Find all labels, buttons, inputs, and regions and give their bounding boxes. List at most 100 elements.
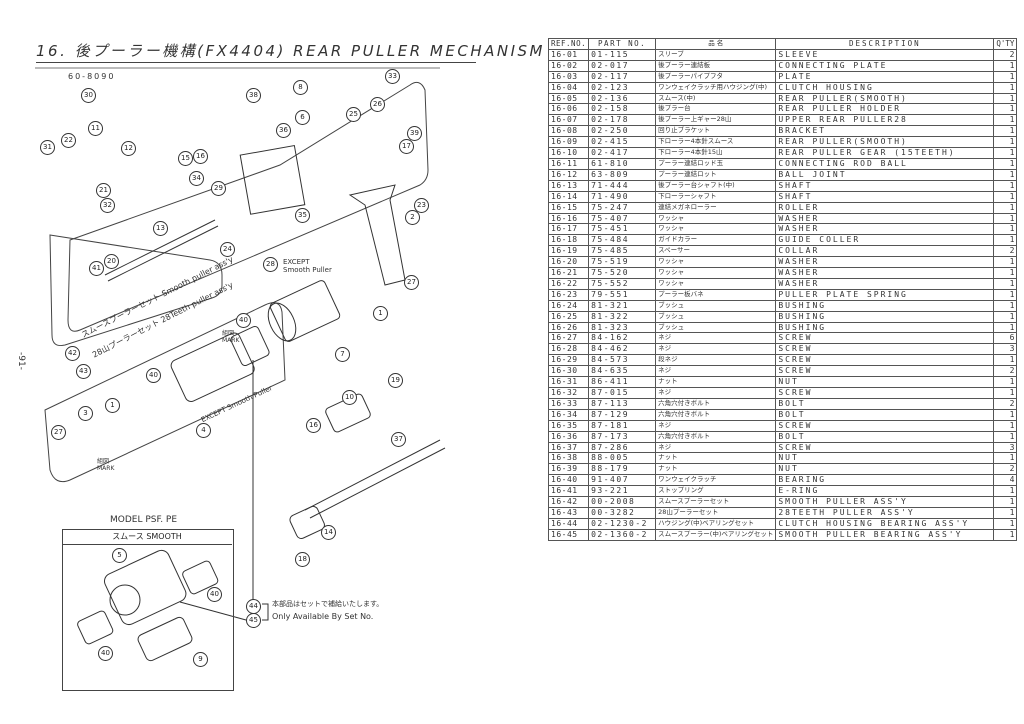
- qty-cell: 1: [993, 201, 1018, 214]
- name-jp-cell: ネジ: [655, 365, 777, 378]
- part-no-cell: 88-005: [588, 452, 657, 465]
- name-jp-cell: ネジ: [655, 419, 777, 432]
- ref-no-cell: 16-45: [547, 528, 590, 541]
- part-no-cell: 87-113: [588, 397, 657, 410]
- leader-45: [179, 601, 247, 621]
- callout-8: 8: [293, 80, 308, 95]
- description-cell: SMOOTH PULLER ASS'Y: [775, 496, 995, 508]
- name-jp-cell: ブッシュ: [655, 310, 777, 323]
- ref-no-cell: 16-38: [547, 452, 590, 465]
- part-no-cell: 02-417: [588, 147, 657, 159]
- except-smooth-label-2: Smooth Puller: [283, 266, 332, 274]
- ref-no-cell: 16-24: [547, 299, 590, 312]
- ref-no-cell: 16-16: [547, 212, 590, 225]
- ref-no-cell: 16-29: [547, 354, 590, 367]
- name-jp-cell: 後プーラー連結板: [655, 59, 777, 72]
- qty-cell: 1: [993, 59, 1018, 72]
- ref-no-cell: 16-05: [547, 92, 590, 105]
- part-no-cell: 01-115: [588, 48, 657, 61]
- callout-16: 16: [193, 149, 208, 164]
- description-cell: NUT: [775, 376, 995, 388]
- ref-no-cell: 16-32: [547, 387, 590, 399]
- name-jp-cell: 六角穴付きボルト: [655, 430, 777, 443]
- description-cell: REAR PULLER HOLDER: [775, 103, 995, 116]
- description-cell: REAR PULLER GEAR (15TEETH): [775, 147, 995, 159]
- connecting-plate-2: [348, 184, 406, 286]
- description-cell: WASHER: [775, 256, 995, 269]
- callout-40: 40: [236, 313, 251, 328]
- ref-no-cell: 16-40: [547, 474, 590, 487]
- callout-13: 13: [153, 221, 168, 236]
- name-jp-cell: 下ローラー4本針スムース: [655, 136, 777, 149]
- ref-no-cell: 16-10: [547, 147, 590, 159]
- description-cell: UPPER REAR PULLER28: [775, 114, 995, 127]
- col-description: DESCRIPTION: [775, 38, 995, 50]
- qty-cell: 1: [993, 125, 1018, 138]
- ref-no-cell: 16-26: [547, 321, 590, 334]
- description-cell: BOLT: [775, 397, 995, 410]
- callout-34: 34: [189, 171, 204, 186]
- part-no-cell: 02-117: [588, 70, 657, 83]
- qty-cell: 2: [993, 397, 1018, 410]
- qty-cell: 1: [993, 157, 1018, 170]
- description-cell: SCREW: [775, 365, 995, 378]
- ref-no-cell: 16-20: [547, 256, 590, 269]
- name-jp-cell: ナット: [655, 376, 777, 388]
- name-jp-cell: スリーブ: [655, 48, 777, 61]
- callout-5: 5: [112, 548, 127, 563]
- qty-cell: 1: [993, 387, 1018, 399]
- callout-15: 15: [178, 151, 193, 166]
- bracket-6: [239, 145, 306, 215]
- ref-no-cell: 16-43: [547, 506, 590, 519]
- qty-cell: 1: [993, 354, 1018, 367]
- name-jp-cell: ネジ: [655, 441, 777, 454]
- table-header: REF.NO. PART NO. 品 名 DESCRIPTION Q'TY: [547, 38, 1018, 50]
- name-jp-cell: 後プーラー台シャフト(中): [655, 179, 777, 192]
- qty-cell: 1: [993, 103, 1018, 116]
- ref-no-cell: 16-19: [547, 245, 590, 258]
- qty-cell: 1: [993, 179, 1018, 192]
- qty-cell: 1: [993, 321, 1018, 334]
- qty-cell: 4: [993, 474, 1018, 487]
- description-cell: NUT: [775, 463, 995, 476]
- callout-40: 40: [146, 368, 161, 383]
- assembly-outline-43: [44, 302, 286, 483]
- callout-1: 1: [105, 398, 120, 413]
- description-cell: BEARING: [775, 474, 995, 487]
- callout-10: 10: [342, 390, 357, 405]
- description-cell: WASHER: [775, 212, 995, 225]
- description-cell: BOLT: [775, 408, 995, 421]
- smooth-variant-box: [62, 529, 234, 691]
- qty-cell: 1: [993, 114, 1018, 127]
- qty-cell: 2: [993, 48, 1018, 61]
- ref-no-cell: 16-01: [547, 48, 590, 61]
- callout-28: 28: [263, 257, 278, 272]
- part-no-cell: 75-247: [588, 201, 657, 214]
- lower-shaft-14: [304, 439, 446, 519]
- assembly-outline-42: [49, 234, 223, 346]
- sleeve-4: [170, 332, 255, 403]
- callout-39: 39: [407, 126, 422, 141]
- name-jp-cell: 段ネジ: [655, 354, 777, 367]
- set-note-jp: 本部品はセットで補給いたします。: [272, 600, 384, 608]
- except-smooth-label: EXCEPT: [283, 258, 310, 266]
- description-cell: SCREW: [775, 387, 995, 399]
- description-cell: PLATE: [775, 70, 995, 83]
- part-no-cell: 02-136: [588, 92, 657, 105]
- part-no-cell: 93-221: [588, 485, 657, 498]
- description-cell: SCREW: [775, 354, 995, 367]
- qty-cell: 2: [993, 365, 1018, 378]
- description-cell: CONNECTING ROD BALL: [775, 157, 995, 170]
- title-divider: [36, 62, 476, 63]
- set-note-en: Only Available By Set No.: [272, 612, 374, 621]
- name-jp-cell: ワンウェイクラッチ: [655, 474, 777, 487]
